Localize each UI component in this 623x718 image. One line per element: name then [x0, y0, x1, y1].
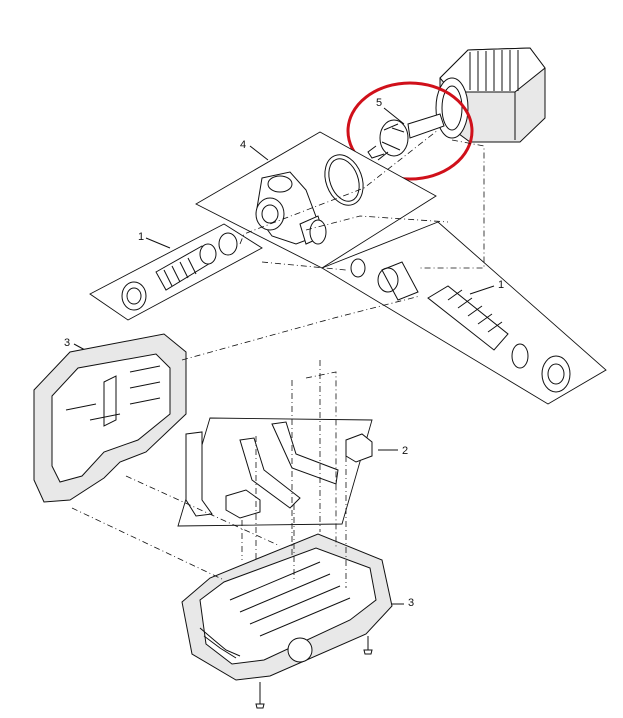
o-ring-large: [324, 154, 364, 206]
leader-hose-left: [145, 237, 171, 249]
screw-right: [363, 636, 373, 655]
screw-bottom: [255, 682, 265, 709]
hose-adapter-left: [121, 232, 238, 311]
foam-insert-parts: [185, 421, 373, 519]
label-hose-left: 1: [138, 231, 144, 243]
base-shell-upper: [33, 333, 187, 503]
highlight-circle: [346, 81, 474, 181]
leader-hose-right: [469, 285, 495, 295]
motor-unit: [435, 47, 546, 143]
impeller-part: [367, 113, 445, 161]
housing-group-frame: [195, 131, 437, 269]
label-base-top: 3: [64, 337, 70, 349]
leader-impeller: [383, 107, 405, 125]
base-shell-lower: [181, 533, 393, 681]
hose-adapter-right: [350, 258, 571, 393]
label-hose-right: 1: [498, 279, 504, 291]
leader-housing: [249, 145, 269, 161]
assembly-lines: [71, 129, 485, 588]
label-base-bottom: 3: [408, 597, 414, 609]
label-housing: 4: [240, 139, 246, 151]
label-foam-inserts: 2: [402, 445, 408, 457]
label-impeller: 5: [376, 97, 382, 109]
pump-housing-part: [255, 171, 327, 245]
